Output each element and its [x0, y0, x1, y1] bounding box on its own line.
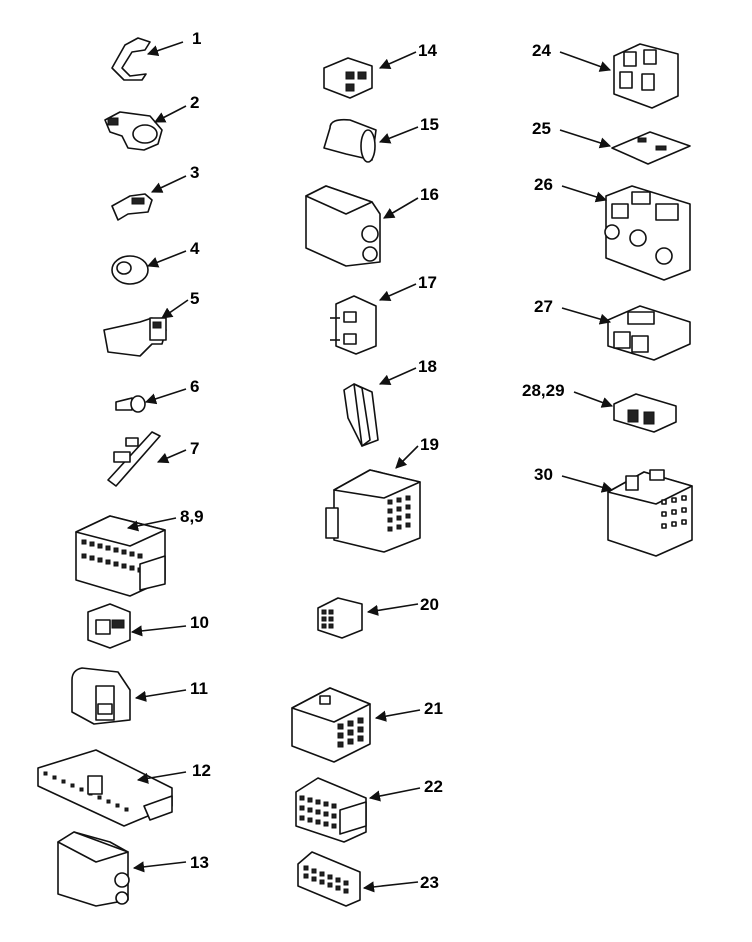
callout-1: 1 [192, 29, 201, 48]
part-26-connector-block [561, 185, 691, 281]
part-1-clip [111, 37, 184, 81]
callout-18: 18 [418, 357, 437, 376]
callout-7: 7 [190, 439, 199, 458]
callout-3: 3 [190, 163, 199, 182]
part-18-latch [343, 367, 417, 447]
part-3-wire-clip [111, 175, 187, 221]
callout-21: 21 [424, 699, 443, 718]
part-27-connector [561, 305, 691, 361]
part-19-connector [325, 445, 421, 553]
part-28-29-connector [573, 391, 677, 433]
callout-16: 16 [420, 185, 439, 204]
part-8-9-connector [75, 515, 177, 597]
callout-26: 26 [534, 175, 553, 194]
callout-6: 6 [190, 377, 199, 396]
callout-25: 25 [532, 119, 551, 138]
callout-17: 17 [418, 273, 437, 292]
part-4-grommet [111, 250, 187, 285]
part-17-connector [330, 283, 417, 355]
callout-13: 13 [190, 853, 209, 872]
callout-27: 27 [534, 297, 553, 316]
part-2-cable-clamp [104, 105, 187, 151]
callout-4: 4 [190, 239, 200, 258]
part-5-clamp [103, 299, 189, 357]
callout-19: 19 [420, 435, 439, 454]
part-12-terminal-strip [37, 749, 187, 827]
part-15-sleeve [323, 118, 419, 163]
part-11-housing [71, 667, 187, 725]
part-14-connector [323, 51, 417, 99]
part-20-connector [317, 597, 419, 639]
part-22-connector [295, 777, 421, 843]
callout-23: 23 [420, 873, 439, 892]
part-25-plate [559, 129, 691, 165]
callout-2: 2 [190, 93, 199, 112]
callout-14: 14 [418, 41, 437, 60]
part-6-screw [115, 388, 187, 413]
part-21-connector [291, 687, 421, 763]
part-24-connector [559, 43, 679, 109]
callout-8-9: 8,9 [180, 507, 204, 526]
part-10-connector [87, 603, 187, 649]
part-30-connector [561, 469, 693, 557]
callout-11: 11 [190, 679, 208, 698]
part-23-terminal-block [297, 851, 419, 907]
part-13-housing [57, 831, 187, 907]
part-7-retainer [107, 431, 187, 487]
callout-10: 10 [190, 613, 209, 632]
callout-30: 30 [534, 465, 553, 484]
callout-12: 12 [192, 761, 211, 780]
callout-24: 24 [532, 41, 551, 60]
callout-5: 5 [190, 289, 199, 308]
callout-22: 22 [424, 777, 443, 796]
callout-15: 15 [420, 115, 439, 134]
callout-20: 20 [420, 595, 439, 614]
part-16-housing [305, 185, 419, 267]
callout-28-29: 28,29 [522, 381, 565, 400]
